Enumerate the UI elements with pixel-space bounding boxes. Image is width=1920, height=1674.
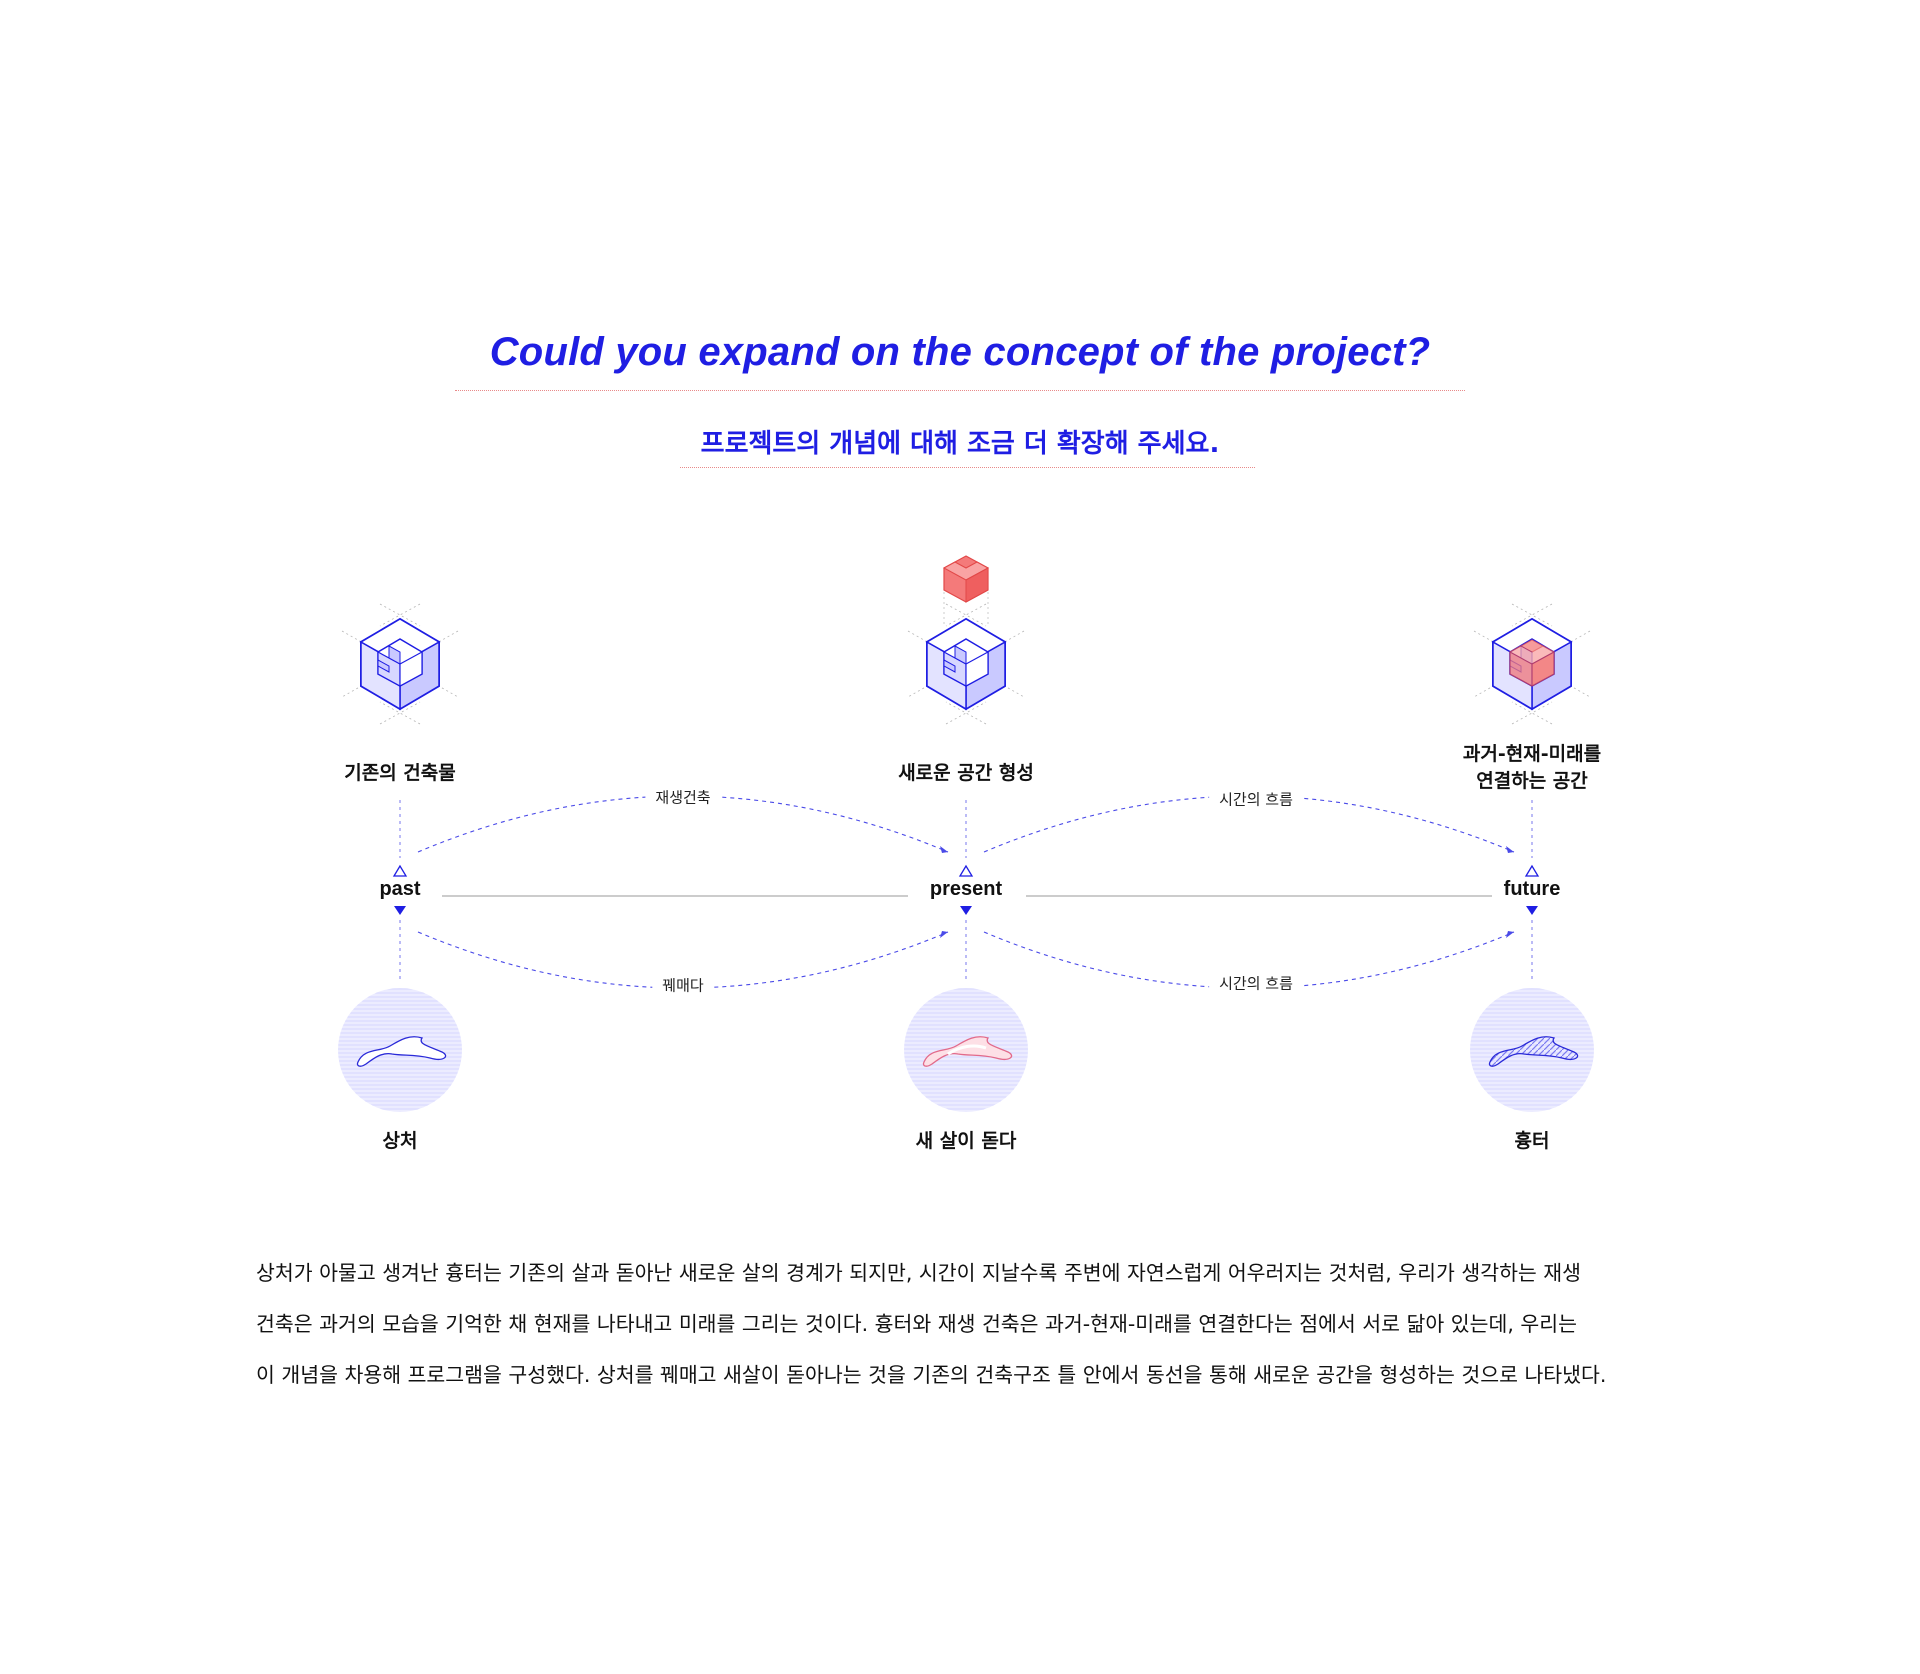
past-bottom-label: 상처 bbox=[382, 1130, 418, 1152]
arc-label-bottom-right: 시간의 흐름 bbox=[1209, 972, 1303, 994]
title-en-underline bbox=[455, 390, 1465, 391]
past-building-icon bbox=[341, 603, 459, 725]
title-ko-underline bbox=[680, 467, 1255, 468]
arc-label-top-left: 재생건축 bbox=[645, 786, 721, 808]
node-present: present bbox=[929, 878, 1003, 900]
present-top-label: 새로운 공간 형성 bbox=[898, 762, 1034, 784]
future-top-label-line1: 과거-현재-미래를 bbox=[1462, 743, 1602, 765]
present-building-icon bbox=[907, 603, 1025, 725]
node-markers bbox=[392, 864, 1540, 915]
description-line: 이 개념을 차용해 프로그램을 구성했다. 상처를 꿰매고 새살이 돋아나는 것… bbox=[256, 1363, 1607, 1387]
healing-icon bbox=[904, 988, 1028, 1112]
node-past: past bbox=[379, 878, 421, 900]
wound-icon bbox=[338, 988, 462, 1112]
node-future: future bbox=[1503, 878, 1561, 900]
concept-description: 상처가 아물고 생겨난 흉터는 기존의 살과 돋아난 새로운 살의 경계가 되지… bbox=[256, 1248, 1716, 1401]
present-bottom-label: 새 살이 돋다 bbox=[915, 1130, 1017, 1152]
future-top-label-line2: 연결하는 공간 bbox=[1476, 770, 1588, 792]
scar-icon bbox=[1470, 988, 1594, 1112]
description-line: 상처가 아물고 생겨난 흉터는 기존의 살과 돋아난 새로운 살의 경계가 되지… bbox=[256, 1261, 1582, 1285]
future-bottom-label: 흉터 bbox=[1514, 1130, 1550, 1152]
page-title-ko: 프로젝트의 개념에 대해 조금 더 확장해 주세요. bbox=[700, 429, 1220, 459]
page-title-en: Could you expand on the concept of the p… bbox=[489, 330, 1431, 374]
arc-label-top-right: 시간의 흐름 bbox=[1209, 788, 1303, 810]
arc-label-bottom-left: 꿰매다 bbox=[652, 974, 714, 996]
description-line: 건축은 과거의 모습을 기억한 채 현재를 나타내고 미래를 그리는 것이다. … bbox=[256, 1312, 1577, 1336]
new-volume-icon bbox=[943, 555, 989, 625]
past-top-label: 기존의 건축물 bbox=[344, 762, 456, 784]
